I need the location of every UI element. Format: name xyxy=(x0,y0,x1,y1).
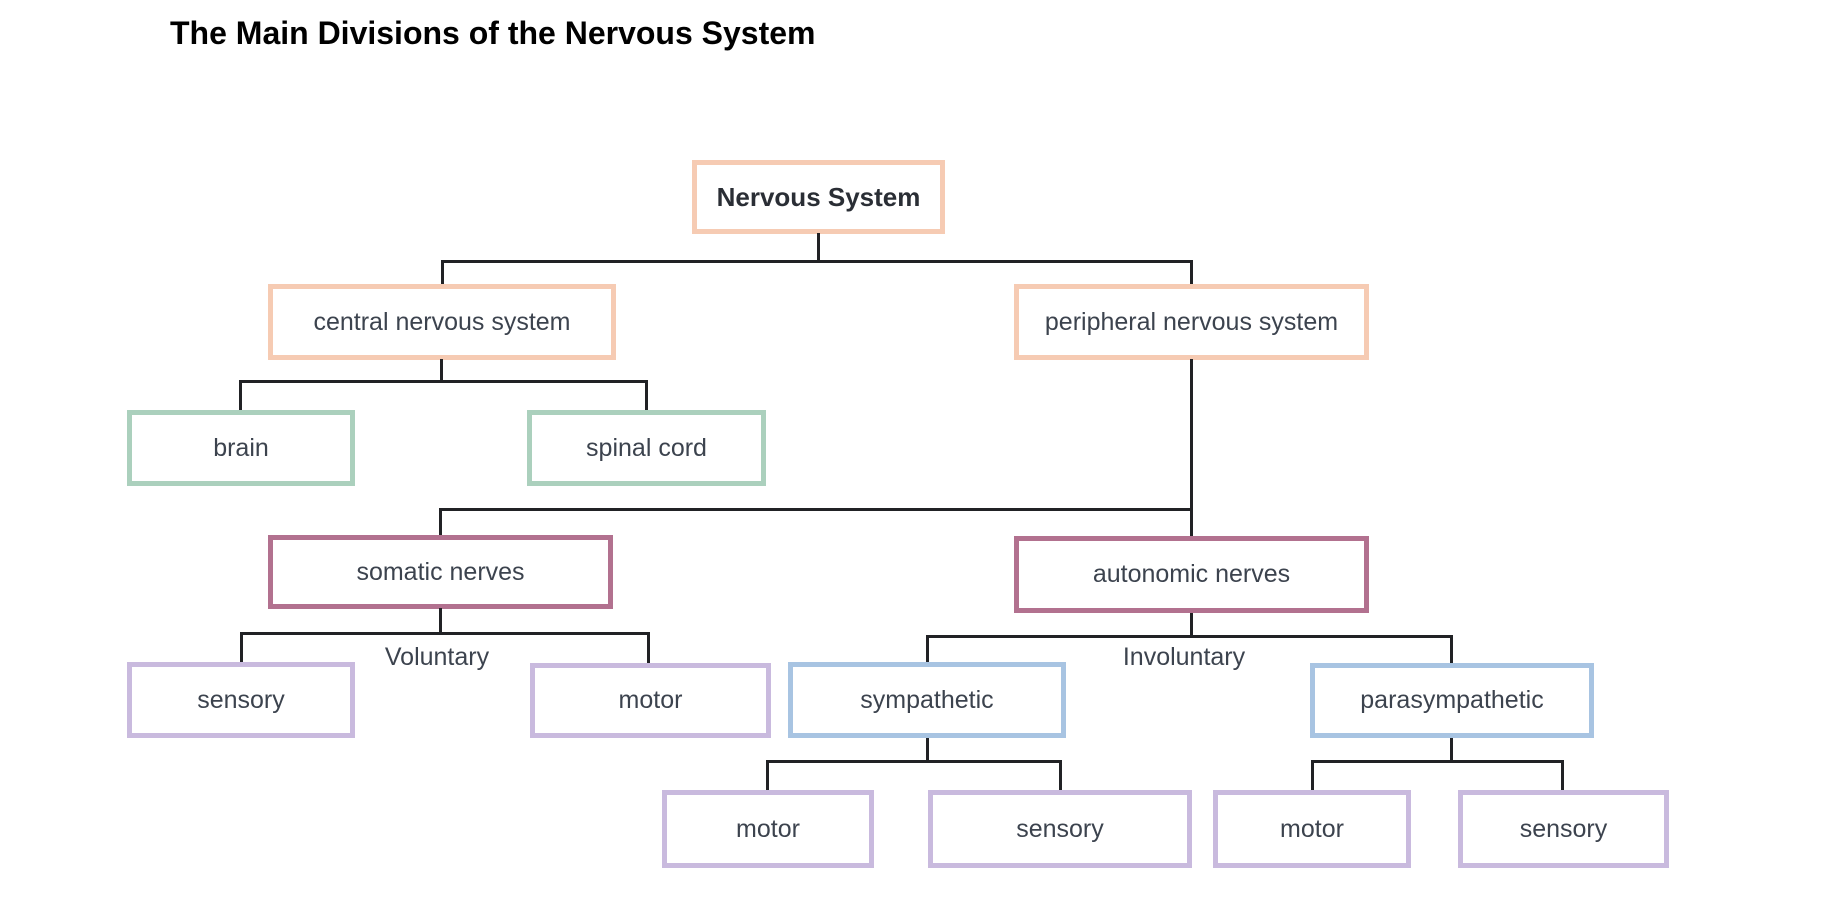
node-autonomic-nerves: autonomic nerves xyxy=(1014,536,1369,613)
node-brain: brain xyxy=(127,410,355,486)
voluntary-label: Voluntary xyxy=(384,643,490,671)
connector-line xyxy=(1561,760,1564,790)
node-spinal-cord: spinal cord xyxy=(527,410,766,486)
connector-line xyxy=(647,632,650,663)
connector-line xyxy=(239,380,648,383)
connector-line xyxy=(926,635,1453,638)
node-central-nervous-system: central nervous system xyxy=(268,284,616,360)
connector-line xyxy=(1311,760,1564,763)
node-nervous-system: Nervous System xyxy=(692,160,945,234)
connector-line xyxy=(439,508,1193,511)
connector-line xyxy=(1059,760,1062,790)
node-peripheral-nervous-system: peripheral nervous system xyxy=(1014,284,1369,360)
node-parasympathetic-sensory: sensory xyxy=(1458,790,1669,868)
node-parasympathetic-motor: motor xyxy=(1213,790,1411,868)
connector-line xyxy=(926,738,929,763)
connector-line xyxy=(926,635,929,662)
node-somatic-motor: motor xyxy=(530,663,771,738)
connector-line xyxy=(239,380,242,410)
node-sympathetic: sympathetic xyxy=(788,662,1066,738)
connector-line xyxy=(645,380,648,410)
connector-line xyxy=(439,608,442,635)
connector-line xyxy=(766,760,769,790)
connector-line xyxy=(439,508,442,535)
involuntary-label: Involuntary xyxy=(1122,643,1246,671)
node-somatic-sensory: sensory xyxy=(127,662,355,738)
connector-line xyxy=(817,233,820,263)
connector-line xyxy=(441,260,1193,263)
node-somatic-nerves: somatic nerves xyxy=(268,535,613,609)
connector-line xyxy=(1450,635,1453,663)
page-title: The Main Divisions of the Nervous System xyxy=(170,15,816,51)
connector-line xyxy=(240,632,243,662)
connector-line xyxy=(441,260,444,284)
connector-line xyxy=(1311,760,1314,790)
node-sympathetic-sensory: sensory xyxy=(928,790,1192,868)
connector-line xyxy=(766,760,1062,763)
node-sympathetic-motor: motor xyxy=(662,790,874,868)
node-parasympathetic: parasympathetic xyxy=(1310,663,1594,738)
connector-line xyxy=(1190,359,1193,536)
connector-line xyxy=(240,632,650,635)
connector-line xyxy=(1450,738,1453,763)
connector-line xyxy=(1190,613,1193,638)
connector-line xyxy=(440,359,443,383)
connector-line xyxy=(1190,260,1193,284)
